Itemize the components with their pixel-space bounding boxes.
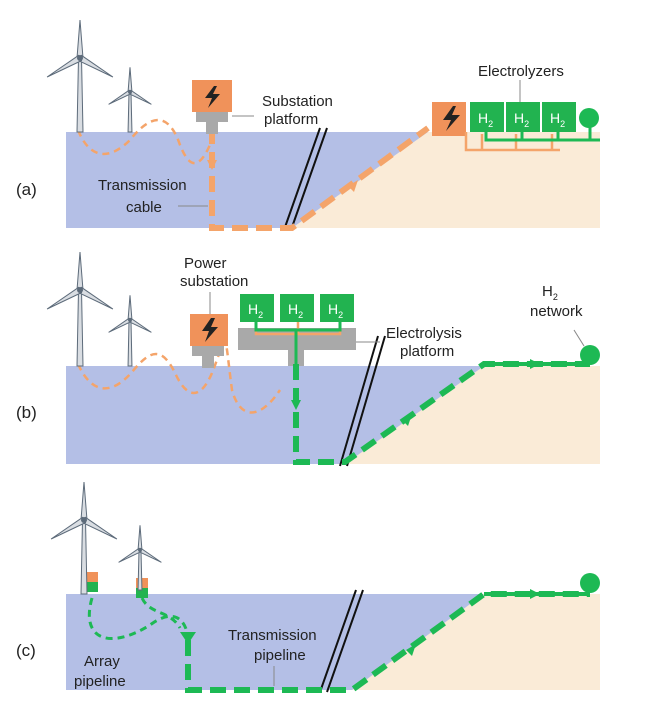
flow-arrow-c2 xyxy=(530,589,540,599)
h2-label: H2 xyxy=(328,301,343,320)
land-b xyxy=(345,366,600,464)
electrolyzer-group-b: H2 H2 H2 xyxy=(240,294,354,322)
h2-label: H2 xyxy=(248,301,263,320)
label-network-b-2: network xyxy=(530,303,583,320)
label-cable-a-1: Transmission xyxy=(98,177,187,194)
label-electrolysis-b-2: platform xyxy=(400,343,454,360)
electrolyzer-icon xyxy=(320,294,354,322)
wind-turbine-icon xyxy=(108,67,152,133)
electrolyzer-group-a: H2 H2 H2 xyxy=(470,102,576,132)
array-pipeline-c xyxy=(87,597,190,640)
land-a xyxy=(292,132,600,228)
flow-arrow-a1 xyxy=(207,160,217,170)
label-array-c-1: Array xyxy=(84,653,120,670)
land-c xyxy=(352,594,600,690)
h2-output-line-a xyxy=(484,126,600,142)
flow-arrow-b2 xyxy=(402,414,412,426)
network-node-icon xyxy=(579,108,599,128)
label-substation-b-2: substation xyxy=(180,273,248,290)
substation-platform-a xyxy=(196,112,228,122)
flow-arrow-a2 xyxy=(348,180,358,192)
network-node-icon xyxy=(580,573,600,593)
panel-a: Substation platform Transmission cable H… xyxy=(16,63,600,231)
platform-leg-a xyxy=(206,122,218,134)
break-line-c2 xyxy=(326,589,364,693)
label-array-c-2: pipeline xyxy=(74,673,126,690)
panel-tag-a: (a) xyxy=(16,180,37,199)
label-substation-a-1: Substation xyxy=(262,93,333,110)
turbine-unit-c1 xyxy=(86,572,98,582)
flow-arrow-b1 xyxy=(291,400,301,410)
label-electrolyzers: Electrolyzers xyxy=(478,63,564,80)
label-substation-a-2: platform xyxy=(264,111,318,128)
h2-label: H2 xyxy=(288,301,303,320)
wind-turbine-icon xyxy=(46,19,114,133)
electrolyzer-icon xyxy=(470,102,504,132)
break-line-b2 xyxy=(346,335,386,467)
turbine-unit-c2-h2 xyxy=(136,588,148,598)
label-electrolysis-b-1: Electrolysis xyxy=(386,325,462,342)
h2-label: H2 xyxy=(514,110,529,129)
network-node-icon xyxy=(580,345,600,365)
h2-pipeline-b xyxy=(293,361,590,465)
label-transmission-c-2: pipeline xyxy=(254,647,306,664)
flow-arrow-c1 xyxy=(406,644,416,656)
lightning-bolt-icon xyxy=(443,106,460,131)
h2-label: H2 xyxy=(550,110,565,129)
label-network-b: H2 xyxy=(542,283,558,302)
electrolyzer-icon xyxy=(506,102,540,132)
electrolyzer-icon xyxy=(280,294,314,322)
break-line-b xyxy=(339,335,379,467)
transmission-cable-a xyxy=(209,125,430,231)
electrolyzer-icon xyxy=(240,294,274,322)
label-cable-a-2: cable xyxy=(126,199,162,216)
h2-collector-b xyxy=(254,322,342,364)
flow-arrow-c0 xyxy=(180,632,196,644)
turbine-unit-c1-h2 xyxy=(86,582,98,592)
wind-turbine-icon xyxy=(46,251,114,367)
wind-turbine-icon xyxy=(118,525,162,591)
turbines xyxy=(46,19,162,595)
power-feed-a xyxy=(464,132,560,152)
platform-leg-b xyxy=(202,356,214,368)
panel-tag-b: (b) xyxy=(16,403,37,422)
callout-network-b xyxy=(573,329,585,347)
h2-label: H2 xyxy=(478,110,493,129)
panel-b: Power substation H2 H2 H2 Electrolysis p… xyxy=(16,255,600,467)
lightning-bolt-icon xyxy=(205,86,220,108)
flow-arrow-b3 xyxy=(530,359,540,369)
panel-tag-c: (c) xyxy=(16,641,36,660)
array-cable-b xyxy=(76,340,282,414)
label-transmission-c-1: Transmission xyxy=(228,627,317,644)
lightning-bolt-icon xyxy=(202,318,218,342)
break-line-c xyxy=(319,589,357,693)
wind-turbine-icon xyxy=(108,295,152,367)
electrolyzer-icon xyxy=(542,102,576,132)
array-cable-a xyxy=(76,118,214,165)
substation-platform-b xyxy=(192,346,224,356)
wind-turbine-icon xyxy=(50,481,118,595)
label-substation-b-1: Power xyxy=(184,255,227,272)
panel-c: Array pipeline Transmission pipeline (c) xyxy=(16,572,600,693)
break-line-a2 xyxy=(290,127,328,231)
break-line-a xyxy=(283,127,321,231)
